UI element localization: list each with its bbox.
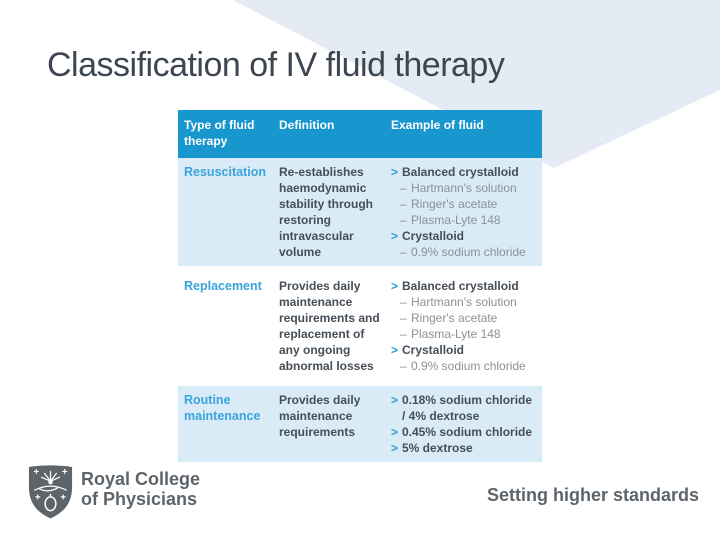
bullet-marker: > [391, 165, 399, 179]
row-examples: >Balanced crystalloid–Hartmann's solutio… [385, 158, 542, 266]
example-item: >Balanced crystalloid [391, 164, 538, 180]
bullet-marker: – [400, 181, 407, 195]
example-subitem: –Ringer's acetate [391, 310, 538, 326]
example-item: >5% dextrose [391, 440, 538, 456]
example-text: Ringer's acetate [411, 197, 498, 211]
example-text: Plasma-Lyte 148 [411, 327, 501, 341]
bullet-marker: – [400, 197, 407, 211]
example-text: Balanced crystalloid [402, 165, 519, 179]
bullet-marker: > [391, 441, 399, 455]
example-subitem: –0.9% sodium chloride [391, 358, 538, 374]
bullet-marker: > [391, 425, 399, 439]
bullet-marker: > [391, 393, 399, 407]
example-item: >0.18% sodium chloride / 4% dextrose [391, 392, 538, 424]
example-item: >Crystalloid [391, 228, 538, 244]
bullet-marker: – [400, 245, 407, 259]
example-text: Balanced crystalloid [402, 279, 519, 293]
bullet-marker: – [400, 311, 407, 325]
table-body: Resuscitation Re-establishes haemodynamic… [178, 158, 542, 462]
example-subitem: –Ringer's acetate [391, 196, 538, 212]
bullet-marker: > [391, 279, 399, 293]
row-type-label: Replacement [184, 279, 262, 293]
fluid-therapy-table: Type of fluid therapy Definition Example… [178, 110, 542, 462]
table-row: Replacement Provides daily maintenance re… [178, 272, 542, 380]
example-subitem: –Hartmann's solution [391, 294, 538, 310]
row-examples: >Balanced crystalloid–Hartmann's solutio… [385, 272, 542, 380]
footer-tagline: Setting higher standards [486, 485, 699, 505]
row-definition: Provides daily maintenance requirements … [279, 279, 380, 373]
rcp-crest-logo [28, 465, 73, 519]
page-title: Classification of IV fluid therapy [47, 46, 505, 84]
example-text: Plasma-Lyte 148 [411, 213, 501, 227]
example-text: Crystalloid [402, 343, 465, 357]
example-subitem: –Plasma-Lyte 148 [391, 212, 538, 228]
table-row: Resuscitation Re-establishes haemodynamic… [178, 158, 542, 266]
example-item: >0.45% sodium chloride [391, 424, 538, 440]
example-text: 0.18% sodium chloride / 4% dextrose [402, 393, 533, 423]
org-name-line2: of Physicians [81, 489, 198, 509]
example-text: 0.45% sodium chloride [402, 425, 533, 439]
example-item: >Balanced crystalloid [391, 278, 538, 294]
bullet-marker: – [400, 295, 407, 309]
row-type-label: Routine maintenance [184, 393, 261, 423]
example-text: Ringer's acetate [411, 311, 498, 325]
bullet-marker: – [400, 359, 407, 373]
example-subitem: –Plasma-Lyte 148 [391, 326, 538, 342]
column-header-example: Example of fluid [391, 118, 484, 132]
org-name: Royal College of Physicians [81, 469, 200, 509]
row-examples: >0.18% sodium chloride / 4% dextrose>0.4… [385, 386, 542, 462]
row-definition: Provides daily maintenance requirements [279, 393, 361, 439]
example-subitem: –0.9% sodium chloride [391, 244, 538, 260]
slide-footer: Royal College of Physicians Setting high… [0, 462, 720, 540]
org-name-line1: Royal College [81, 469, 201, 489]
example-text: Crystalloid [402, 229, 465, 243]
example-text: 0.9% sodium chloride [411, 359, 526, 373]
column-header-type: Type of fluid therapy [184, 118, 255, 148]
row-definition: Re-establishes haemodynamic stability th… [279, 165, 373, 259]
example-text: Hartmann's solution [411, 181, 517, 195]
bullet-marker: > [391, 229, 399, 243]
bullet-marker: – [400, 327, 407, 341]
bullet-marker: > [391, 343, 399, 357]
example-subitem: –Hartmann's solution [391, 180, 538, 196]
example-text: 0.9% sodium chloride [411, 245, 526, 259]
table-header-row: Type of fluid therapy Definition Example… [178, 110, 542, 158]
column-header-definition: Definition [279, 118, 335, 132]
bullet-marker: – [400, 213, 407, 227]
row-type-label: Resuscitation [184, 165, 266, 179]
example-text: Hartmann's solution [411, 295, 517, 309]
example-text: 5% dextrose [402, 441, 473, 455]
table-row: Routine maintenance Provides daily mainte… [178, 386, 542, 462]
example-item: >Crystalloid [391, 342, 538, 358]
